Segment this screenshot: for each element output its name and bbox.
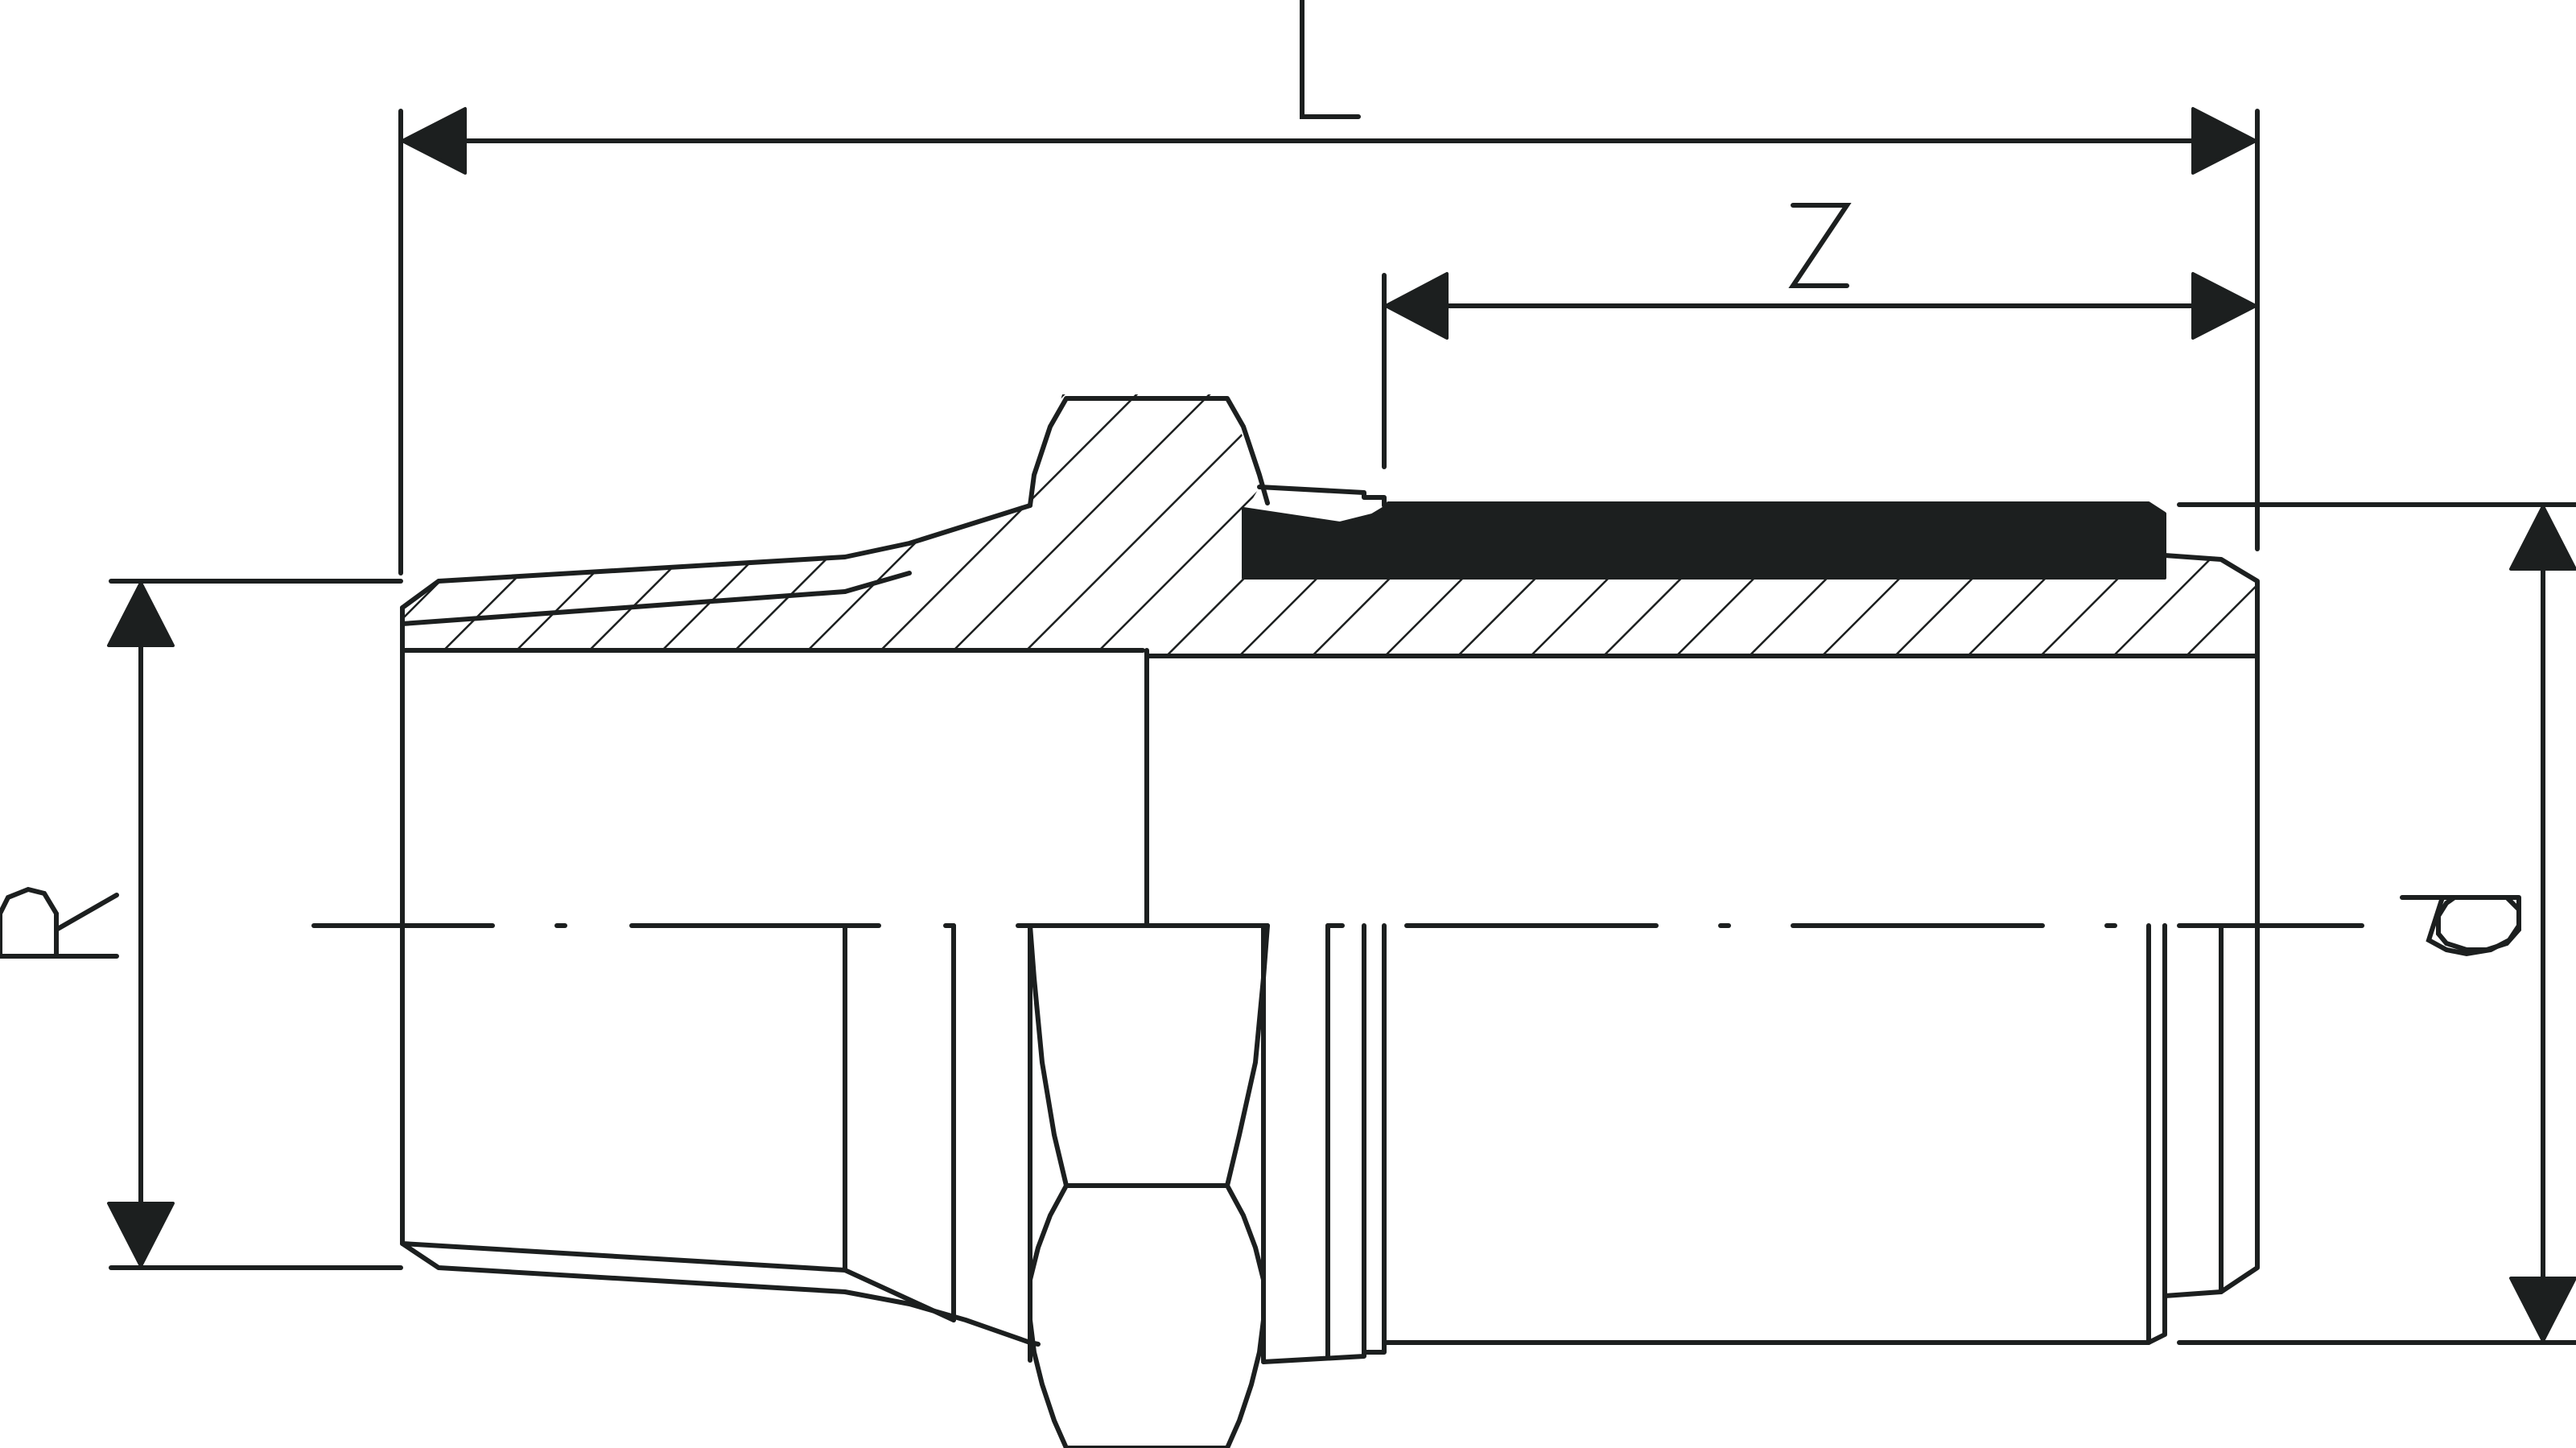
dimension-z-right-arrow: [2191, 272, 2257, 340]
thread-end-section: [402, 394, 1259, 650]
dimension-d-bottom-arrow: [2509, 1277, 2576, 1343]
dimension-l-label-glyph: [1300, 0, 1361, 119]
sectioned-wall: [402, 394, 2257, 656]
fitting-outline: [400, 396, 2260, 1448]
seal-ring: [1242, 501, 2166, 580]
dimension-z-label-glyph: [1788, 203, 1852, 288]
dimension-l-right-arrow: [2191, 107, 2257, 175]
dimension-r: R: [0, 579, 403, 1270]
dimension-z-left-arrow: [1384, 272, 1449, 340]
dimension-r-top-arrow: [107, 581, 175, 647]
dimension-r-bottom-arrow: [107, 1202, 175, 1268]
socket-wall-section: [1143, 555, 2257, 656]
dimension-d-top-arrow: [2509, 505, 2576, 571]
dimension-r-label-glyph: [0, 886, 119, 959]
dimension-l-left-arrow: [401, 107, 467, 175]
dimension-z: Z: [1382, 203, 2257, 469]
dimension-l: L: [398, 0, 2260, 575]
dimension-d: d: [2177, 502, 2576, 1345]
